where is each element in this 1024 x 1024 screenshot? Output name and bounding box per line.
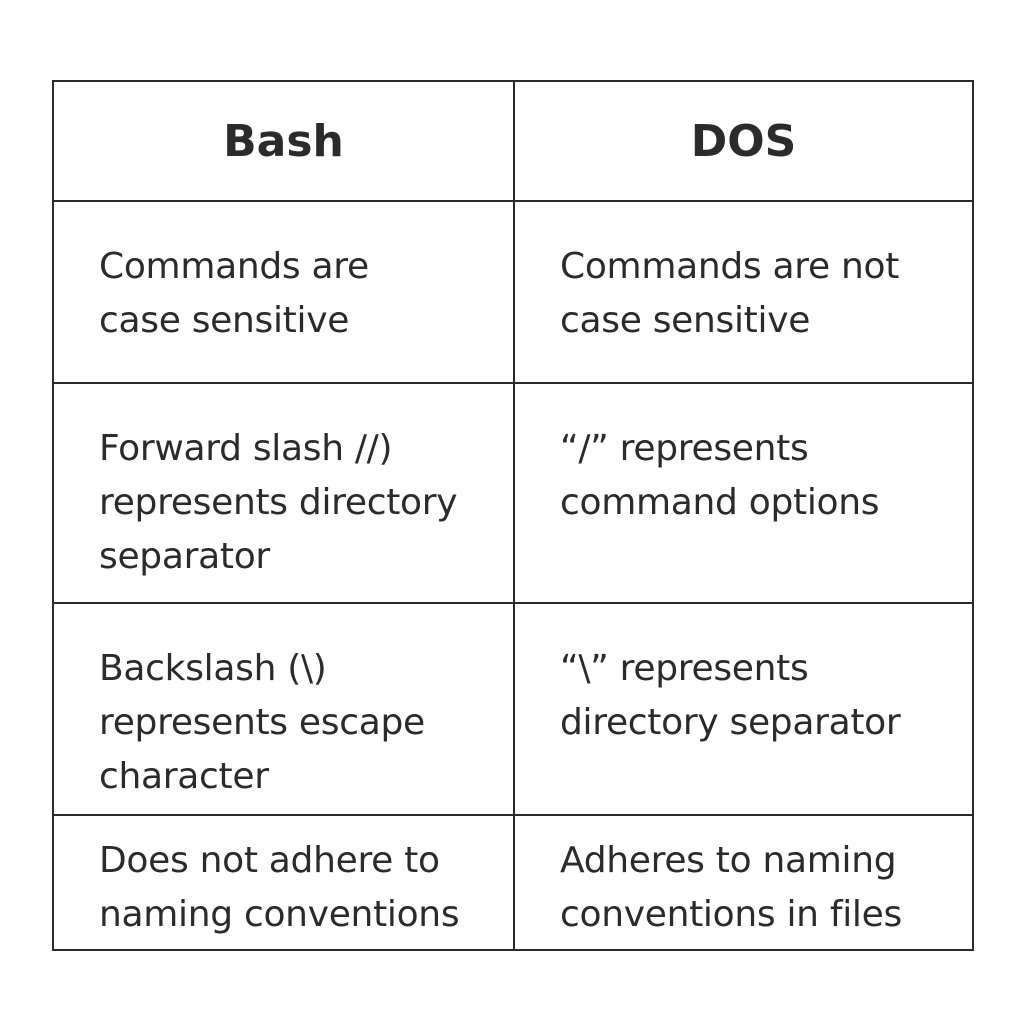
table-row: Backslash (\) represents escape characte… xyxy=(52,602,974,816)
cell-dos-forward-slash: “/” represents command options xyxy=(513,382,974,604)
comparison-table: Bash DOS Commands are case sensitive Com… xyxy=(52,80,974,951)
cell-dos-case-sensitivity: Commands are not case sensitive xyxy=(513,200,974,384)
cell-bash-backslash: Backslash (\) represents escape characte… xyxy=(52,602,515,816)
header-row: Bash DOS xyxy=(52,80,974,202)
header-dos: DOS xyxy=(513,80,974,202)
cell-bash-forward-slash: Forward slash //) represents directory s… xyxy=(52,382,515,604)
table-row: Forward slash //) represents directory s… xyxy=(52,382,974,604)
cell-bash-case-sensitivity: Commands are case sensitive xyxy=(52,200,515,384)
cell-bash-naming: Does not adhere to naming conventions xyxy=(52,814,515,951)
header-bash: Bash xyxy=(52,80,515,202)
table-row: Commands are case sensitive Commands are… xyxy=(52,200,974,384)
cell-dos-backslash: “\” represents directory separator xyxy=(513,602,974,816)
table-row: Does not adhere to naming conventions Ad… xyxy=(52,814,974,951)
cell-dos-naming: Adheres to naming conventions in files xyxy=(513,814,974,951)
